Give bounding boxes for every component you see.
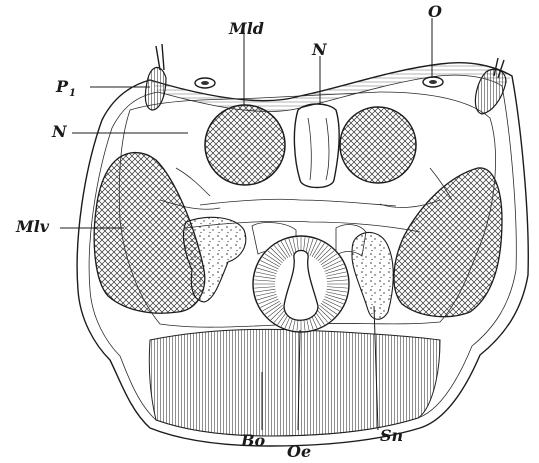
- central-nerve-column: [294, 104, 339, 188]
- ventral-muscle-band: [149, 329, 440, 436]
- label-bo: Bo: [240, 431, 266, 450]
- label-oe: Oe: [287, 442, 311, 461]
- label-o: O: [428, 2, 442, 21]
- label-p1-subscript: 1: [69, 88, 76, 99]
- label-n-center: N: [311, 40, 328, 59]
- dorsal-muscle-right: [340, 107, 416, 183]
- label-n-left: N: [51, 122, 68, 141]
- lateral-muscle-right: [394, 168, 502, 317]
- oesophagus: [253, 236, 349, 332]
- label-p1: P: [55, 77, 69, 96]
- label-mlv: Mlv: [15, 217, 50, 236]
- parapodial-bristles-left: [145, 44, 166, 110]
- dotted-mass-left: [184, 217, 246, 302]
- dorsal-muscle-left: [205, 105, 285, 185]
- label-mld: Mld: [228, 19, 264, 38]
- label-sn: Sn: [380, 426, 403, 445]
- dotted-mass-right: [352, 232, 393, 319]
